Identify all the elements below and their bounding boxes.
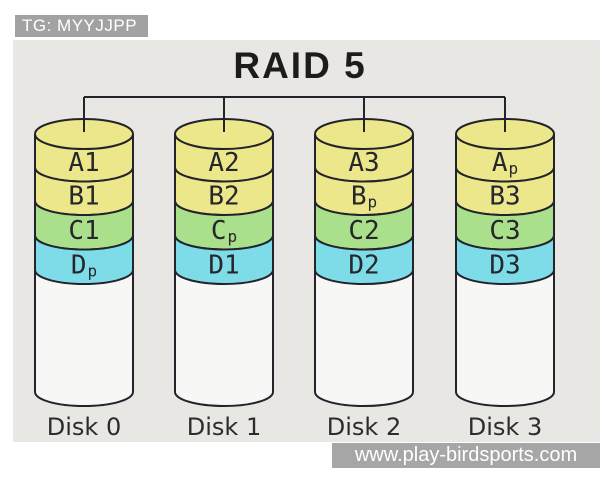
- disk-block-label: Dp: [71, 251, 97, 281]
- disk-block-label: C1: [68, 216, 99, 246]
- bottom-watermark-text: www.play-birdsports.com: [354, 444, 578, 466]
- top-watermark-badge: TG: MYYJJPP: [15, 15, 148, 37]
- disk-block-label: Ap: [492, 148, 518, 178]
- disk-block-label: B3: [489, 182, 520, 212]
- disk-name-label: Disk 3: [468, 413, 542, 441]
- disk-block-label: Cp: [211, 216, 237, 246]
- disk-block-label: B2: [208, 182, 239, 212]
- disk-block-label: D3: [489, 251, 520, 281]
- top-watermark-text: TG: MYYJJPP: [22, 16, 138, 35]
- disk-band: [314, 235, 414, 285]
- disk-block-label: D2: [348, 251, 379, 281]
- page-title: RAID 5: [233, 45, 367, 86]
- disk-band: [34, 235, 134, 285]
- disk-band: [455, 235, 555, 285]
- disk-block-label: C3: [489, 216, 520, 246]
- disk-name-label: Disk 1: [187, 413, 261, 441]
- disk-block-label: Bp: [351, 182, 377, 212]
- bottom-watermark-bar: www.play-birdsports.com: [332, 443, 600, 468]
- disk-band: [174, 235, 274, 285]
- disk-block-label: A1: [68, 148, 99, 178]
- disk-name-label: Disk 2: [327, 413, 401, 441]
- disk-block-label: A3: [348, 148, 379, 178]
- disk-block-label: B1: [68, 182, 99, 212]
- disk-block-label: C2: [348, 216, 379, 246]
- disk-block-label: D1: [208, 251, 239, 281]
- disk-name-label: Disk 0: [47, 413, 121, 441]
- disk-block-label: A2: [208, 148, 239, 178]
